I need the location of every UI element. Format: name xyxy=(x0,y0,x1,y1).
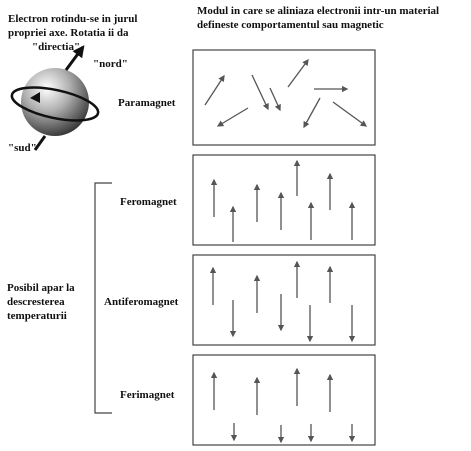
material-label-ferimagnet: Ferimagnet xyxy=(120,389,175,401)
antiferomagnet-spins xyxy=(209,260,356,343)
spin-arrow-icon xyxy=(269,87,281,112)
spin-axis-bottom xyxy=(33,135,47,151)
feromagnet-spins xyxy=(210,159,356,242)
spin-arrow-icon xyxy=(332,101,368,127)
electron-caption-line-3: "directia" xyxy=(32,41,80,53)
spin-axis-arrow-icon xyxy=(64,45,85,71)
spin-arrow-icon xyxy=(287,58,309,88)
electron-caption: Electron rotindu-se in jurul propriei ax… xyxy=(8,13,137,53)
pole-south-label: "sud" xyxy=(8,142,37,154)
spin-arrow-icon xyxy=(303,97,321,129)
feromagnet-box xyxy=(192,154,376,246)
temperature-note-line-1: Posibil apar la xyxy=(7,282,75,294)
alignment-caption: Modul in care se aliniaza electronii int… xyxy=(197,5,439,31)
rotation-ring xyxy=(10,86,100,122)
electron-caption-line-2: propriei axe. Rotatia ii da xyxy=(8,27,129,39)
spin-arrow-icon xyxy=(216,107,249,127)
spin-arrow-icon xyxy=(204,74,225,106)
temperature-note-line-2: descresterea xyxy=(7,296,65,308)
material-label-antiferomagnet: Antiferomagnet xyxy=(104,296,179,308)
paramagnet-box xyxy=(192,49,376,146)
material-label-paramagnet: Paramagnet xyxy=(118,97,176,109)
spin-arrow-icon xyxy=(251,74,269,111)
paramagnet-spins xyxy=(204,58,368,129)
electron-caption-line-1: Electron rotindu-se in jurul xyxy=(8,13,137,25)
pole-north-label: "nord" xyxy=(93,58,128,70)
ferimagnet-box xyxy=(192,354,376,446)
alignment-caption-line-1: Modul in care se aliniaza electronii int… xyxy=(197,5,439,17)
electron-sphere xyxy=(21,68,89,136)
temperature-bracket xyxy=(94,182,112,414)
temperature-note-line-3: temperaturii xyxy=(7,310,67,322)
antiferomagnet-box xyxy=(192,254,376,346)
material-label-feromagnet: Feromagnet xyxy=(120,196,177,208)
electron-sphere-illustration xyxy=(10,45,100,151)
alignment-caption-line-2: defineste comportamentul sau magnetic xyxy=(197,19,384,31)
ferimagnet-spins xyxy=(210,367,356,444)
rotation-direction-icon xyxy=(30,92,40,103)
